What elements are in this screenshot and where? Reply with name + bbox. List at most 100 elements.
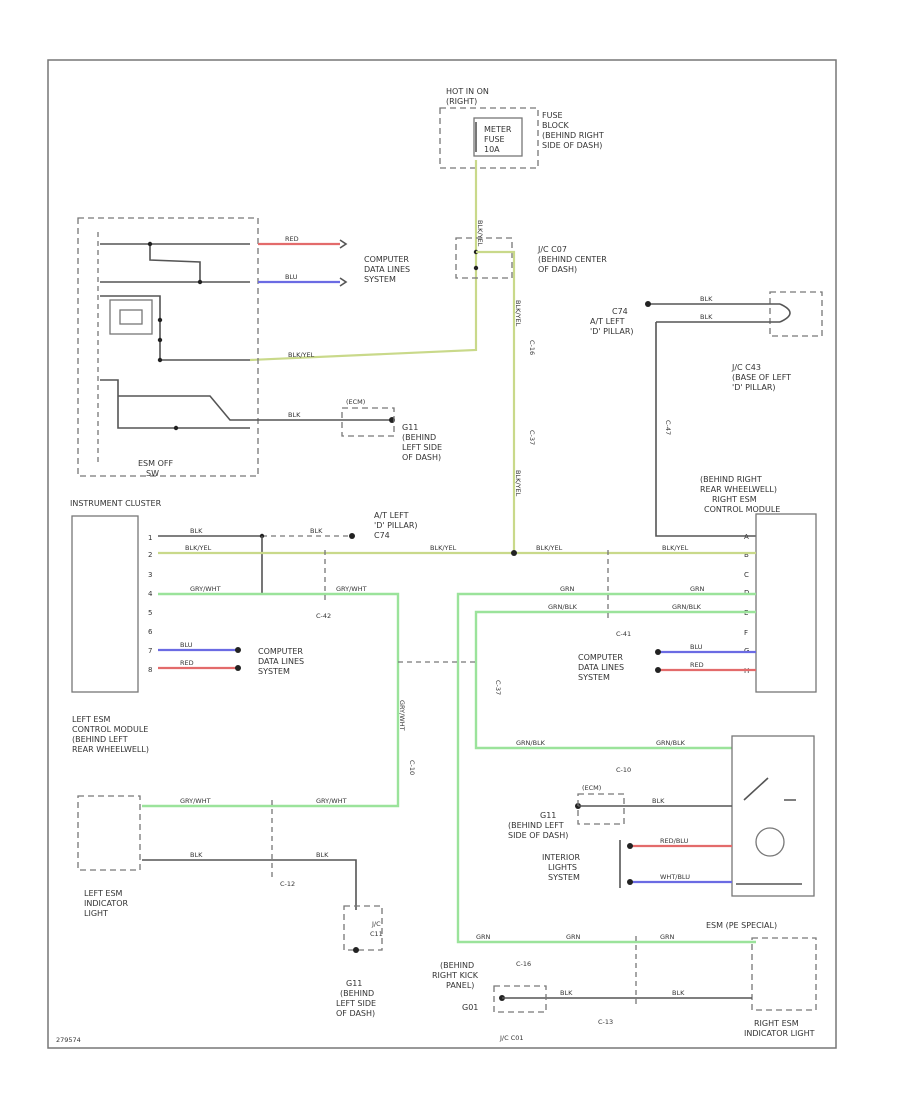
jc-c11-label: J/C xyxy=(371,920,381,928)
wire-label-red-3: RED xyxy=(690,661,704,669)
ic-pin-7: 7 xyxy=(148,647,152,655)
g11-top-label-2: (BEHIND xyxy=(402,433,436,442)
wire-label-blkyel-6: BLK/YEL xyxy=(430,544,457,552)
r-pin-b: B xyxy=(744,551,749,559)
meter-fuse-label-2: FUSE xyxy=(484,135,505,144)
wire-label-grn-3: GRN xyxy=(476,933,491,941)
wire-label-grywht-5: GRY/WHT xyxy=(316,797,347,805)
computer-data-lines-right-2: DATA LINES xyxy=(578,663,624,672)
wire-label-blkyel-2: BLK/YEL xyxy=(514,300,522,327)
fuse-block-label-3: (BEHIND RIGHT xyxy=(542,131,604,140)
grn-wire-right-loop xyxy=(456,592,756,944)
right-indicator-label: RIGHT ESM xyxy=(754,1019,799,1028)
fuse-block-label: FUSE xyxy=(542,111,563,120)
jc-c43-label: J/C C43 xyxy=(731,363,761,372)
jc-c07-label: J/C C07 xyxy=(537,245,567,254)
interior-lights-label-2: LIGHTS xyxy=(548,863,577,872)
wire-label-blk-5: BLK xyxy=(310,527,323,535)
right-esm-label-3: RIGHT ESM xyxy=(712,495,757,504)
wire-label-grywht-2: GRY/WHT xyxy=(336,585,367,593)
blk-wire-left-indicator xyxy=(142,859,357,910)
connector-c41: C-41 xyxy=(616,630,631,638)
g11-mid-label-3: SIDE OF DASH) xyxy=(508,831,568,840)
connector-c10-right: C-10 xyxy=(616,766,631,774)
d-pillar-label-top: 'D' PILLAR) xyxy=(590,327,634,336)
ic-pin-2: 2 xyxy=(148,551,152,559)
right-indicator-label-2: INDICATOR LIGHT xyxy=(744,1029,815,1038)
blk-yel-wire-fuse xyxy=(249,160,478,362)
wire-label-blk-3: BLK xyxy=(700,313,713,321)
jc-c43-label-3: 'D' PILLAR) xyxy=(732,383,776,392)
blk-yel-wire-center xyxy=(476,250,516,552)
left-esm-label-3: (BEHIND LEFT xyxy=(72,735,128,744)
wire-label-grn-5: GRN xyxy=(660,933,675,941)
g11-top-label-4: OF DASH) xyxy=(402,453,441,462)
wire-label-redblu: RED/BLU xyxy=(660,837,689,845)
g11-bot-label-3: LEFT SIDE xyxy=(336,999,376,1008)
esm-pe-special-switch xyxy=(731,735,815,897)
wire-label-blkyel-8: BLK/YEL xyxy=(662,544,689,552)
ic-pin-3: 3 xyxy=(148,571,152,579)
computer-data-lines-right: COMPUTER xyxy=(578,653,623,662)
computer-data-lines-top-2: DATA LINES xyxy=(364,265,410,274)
r-pin-a: A xyxy=(744,533,749,541)
wire-label-grnblk-1: GRN/BLK xyxy=(548,603,578,611)
ic-pin-1: 1 xyxy=(148,534,152,542)
connector-c42: C-42 xyxy=(316,612,331,620)
connector-c37-mid: C-37 xyxy=(494,680,502,695)
jc-c43: BLK BLK C74 A/T LEFT 'D' PILLAR) J/C C43… xyxy=(590,291,823,392)
wire-label-whtblu: WHT/BLU xyxy=(660,873,690,881)
wire-label-blkyel-7: BLK/YEL xyxy=(536,544,563,552)
left-indicator-label-3: LIGHT xyxy=(84,909,108,918)
wire-label-grn-2: GRN xyxy=(690,585,705,593)
wire-label-grn-1: GRN xyxy=(560,585,575,593)
fuse-block-box xyxy=(439,107,539,169)
ic-pin-8: 8 xyxy=(148,666,152,674)
wire-label-blu-3: BLU xyxy=(690,643,703,651)
r-pin-f: F xyxy=(744,629,748,637)
jc-c11-label-2: C11 xyxy=(370,930,383,938)
wire-label-grywht-3: GRY/WHT xyxy=(398,700,406,731)
right-esm-label: (BEHIND RIGHT xyxy=(700,475,762,484)
g11-bot-label: G11 xyxy=(346,979,362,988)
left-esm-label-4: REAR WHEELWELL) xyxy=(72,745,149,754)
left-indicator-label-2: INDICATOR xyxy=(84,899,128,908)
diagram-border xyxy=(47,59,837,1049)
jc-c43-label-2: (BASE OF LEFT xyxy=(732,373,791,382)
grn-blk-wire xyxy=(474,610,756,750)
behind-right-label: (BEHIND xyxy=(440,961,474,970)
g11-bot-label-4: OF DASH) xyxy=(336,1009,375,1018)
bulb-icon xyxy=(755,827,785,857)
wire-label-blkyel-4: BLK/YEL xyxy=(288,351,315,359)
diagram-id: 279574 xyxy=(56,1036,81,1044)
wire-label-grnblk-2: GRN/BLK xyxy=(672,603,702,611)
left-esm-label-2: CONTROL MODULE xyxy=(72,725,148,734)
interior-lights-label-3: SYSTEM xyxy=(548,873,580,882)
wire-label-blk-9: BLK xyxy=(190,851,203,859)
left-indicator-label: LEFT ESM xyxy=(84,889,123,898)
wire-label-blk-4: BLK xyxy=(190,527,203,535)
hot-in-on-label: HOT IN ON xyxy=(446,87,489,96)
meter-fuse-box xyxy=(473,117,523,157)
esm-off-label: ESM OFF xyxy=(138,459,173,468)
ic-pin-6: 6 xyxy=(148,628,153,636)
wire-label-grn-4: GRN xyxy=(566,933,581,941)
r-pin-c: C xyxy=(744,571,749,579)
g11-bot-label-2: (BEHIND xyxy=(340,989,374,998)
wire-label-grnblk-4: GRN/BLK xyxy=(656,739,686,747)
g11-top-label: G11 xyxy=(402,423,418,432)
wire-label-blk-2: BLK xyxy=(700,295,713,303)
jc-c07-label-2: (BEHIND CENTER xyxy=(538,255,607,264)
wire-label-red-1: RED xyxy=(285,235,299,243)
right-esm-label-4: CONTROL MODULE xyxy=(704,505,780,514)
computer-data-lines-mid: COMPUTER xyxy=(258,647,303,656)
wire-label-blk-7: BLK xyxy=(560,989,573,997)
wire-label-blkyel-3: BLK/YEL xyxy=(514,470,522,497)
g11-mid-label: G11 xyxy=(540,811,556,820)
g01-label: G01 xyxy=(462,1003,478,1012)
wire-label-blkyel-5: BLK/YEL xyxy=(185,544,212,552)
c74-label: C74 xyxy=(374,531,390,540)
wire-label-blk-10: BLK xyxy=(316,851,329,859)
esm-off-label-2: SW xyxy=(146,469,159,478)
wire-label-grywht-4: GRY/WHT xyxy=(180,797,211,805)
